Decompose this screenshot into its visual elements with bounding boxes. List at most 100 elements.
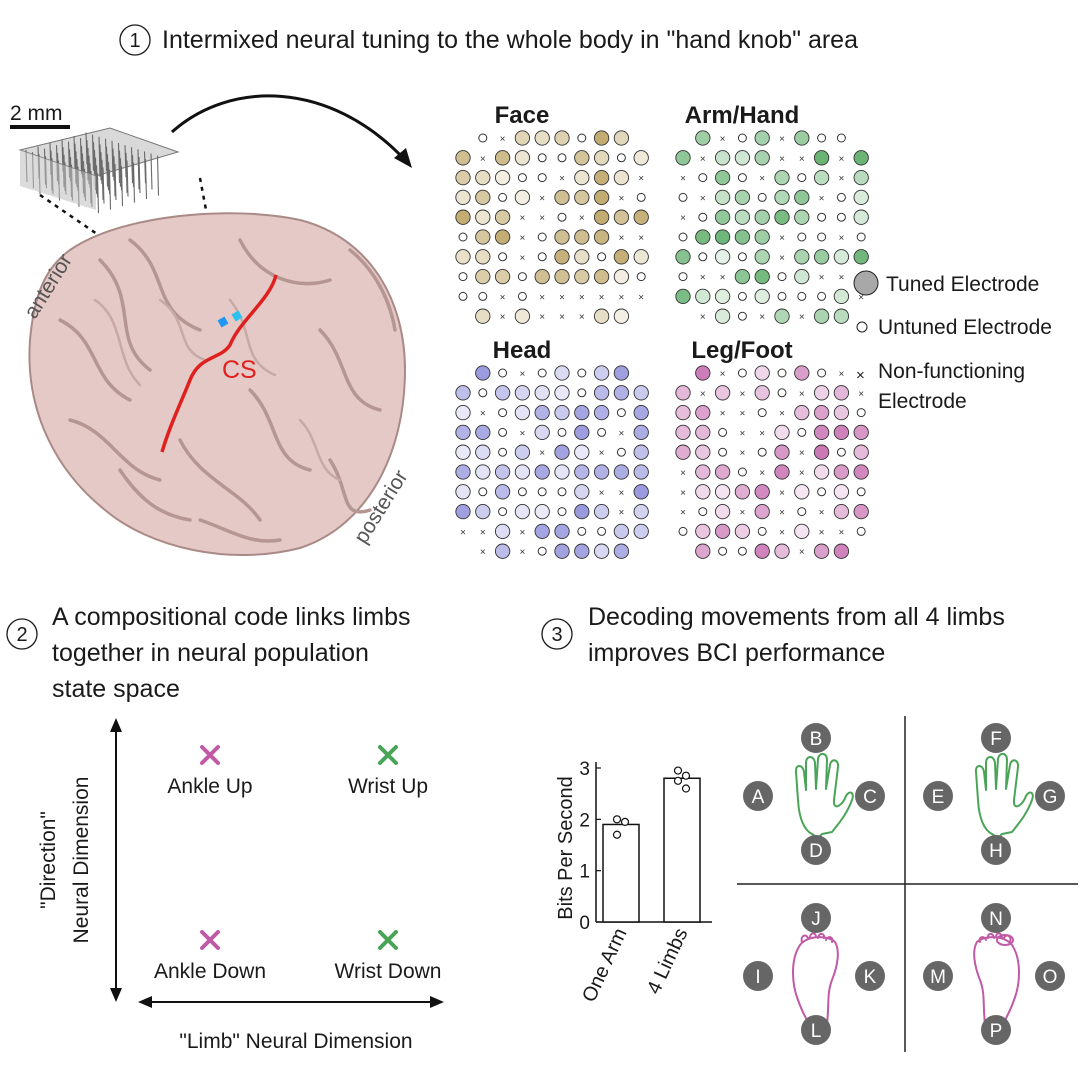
electrode: × [799, 312, 805, 323]
electrode [698, 252, 708, 262]
electrode: × [638, 174, 644, 185]
legend-untuned-label: Untuned Electrode [878, 316, 1052, 339]
target-K: K [855, 961, 885, 991]
electrode [494, 229, 511, 245]
electrode [475, 249, 491, 265]
electrode: × [759, 174, 765, 185]
electrode [675, 249, 691, 265]
electrode [593, 543, 610, 559]
electrode [534, 385, 550, 401]
electrode [478, 388, 488, 398]
y-tick-label: 2 [579, 810, 590, 831]
electrode [455, 150, 471, 166]
section-3: 3 Decoding movements from all 4 limbs im… [541, 603, 1078, 1052]
electrode [695, 543, 711, 559]
electrode [613, 365, 630, 381]
electrode: × [838, 154, 844, 165]
legend-nonfunc-marker: × [856, 367, 865, 384]
section-3-title-line-2: improves BCI performance [588, 639, 885, 667]
electrode [514, 189, 531, 206]
electrode [557, 153, 567, 163]
electrode: × [700, 273, 706, 284]
scale-bar-label: 2 mm [10, 102, 63, 125]
electrode [813, 404, 830, 421]
electrode [714, 523, 731, 540]
electrode: × [838, 527, 844, 538]
electrode [734, 523, 751, 540]
y-axis-arrow-top [110, 718, 122, 732]
electrode: × [579, 312, 585, 323]
electrode [455, 444, 471, 460]
electrode [797, 291, 807, 301]
y-tick-label: 0 [579, 913, 590, 934]
electrode [734, 484, 751, 500]
electrode [797, 232, 807, 242]
electrode [714, 484, 731, 500]
electrode [616, 447, 626, 457]
electrode [478, 133, 488, 143]
target-B: B [801, 723, 831, 753]
electrode [836, 447, 846, 457]
target-C: C [855, 781, 885, 811]
electrode [754, 385, 770, 401]
electrode [554, 543, 570, 559]
electrode [777, 272, 787, 282]
section-2-number: 2 [16, 624, 27, 646]
target-letter: E [932, 787, 945, 808]
hand-icon-left [794, 752, 854, 839]
electrode [833, 288, 850, 305]
electrode [475, 268, 491, 285]
electrode [833, 308, 850, 324]
electrode: × [700, 389, 706, 400]
electrode [836, 192, 846, 202]
x-marker [200, 930, 220, 950]
electrode [554, 464, 570, 480]
electrode [537, 153, 547, 163]
electrode [695, 404, 711, 421]
electrode: × [519, 547, 525, 558]
electrode [698, 173, 708, 183]
electrode [514, 385, 531, 401]
y-tick-label: 3 [579, 759, 590, 780]
electrode [514, 404, 531, 421]
electrode [813, 150, 830, 166]
electrode [494, 150, 511, 166]
target-circle [801, 1015, 831, 1045]
electrode [695, 523, 711, 540]
electrode: × [618, 508, 624, 519]
electrode [534, 424, 550, 441]
electrode [593, 404, 610, 421]
electrode: × [779, 134, 785, 145]
target-letter: N [989, 909, 1003, 930]
target-circle [981, 903, 1011, 933]
electrode [754, 130, 770, 146]
target-E: E [923, 781, 953, 811]
electrode [577, 388, 587, 398]
electrode [613, 464, 630, 480]
electrode [593, 308, 610, 324]
electrode [537, 252, 547, 262]
electrode [794, 130, 810, 146]
electrode [455, 464, 471, 480]
electrode [593, 365, 610, 381]
electrode [853, 444, 869, 460]
electrode: × [559, 292, 565, 303]
electrode [695, 484, 711, 500]
grid-head: Head ×××××××××××××× [455, 337, 649, 559]
electrode: × [599, 448, 605, 459]
electrode [777, 388, 787, 398]
electrode [734, 150, 751, 166]
electrode [754, 543, 770, 559]
electrode [794, 268, 810, 285]
electrode: × [720, 369, 726, 380]
electrode [757, 408, 767, 418]
electrode [774, 543, 790, 559]
electrode [593, 268, 610, 285]
electrode [734, 209, 751, 225]
electrode [817, 133, 827, 143]
electrode [478, 487, 488, 497]
electrode [597, 526, 607, 536]
target-circle [1035, 781, 1065, 811]
electrode: × [618, 428, 624, 439]
